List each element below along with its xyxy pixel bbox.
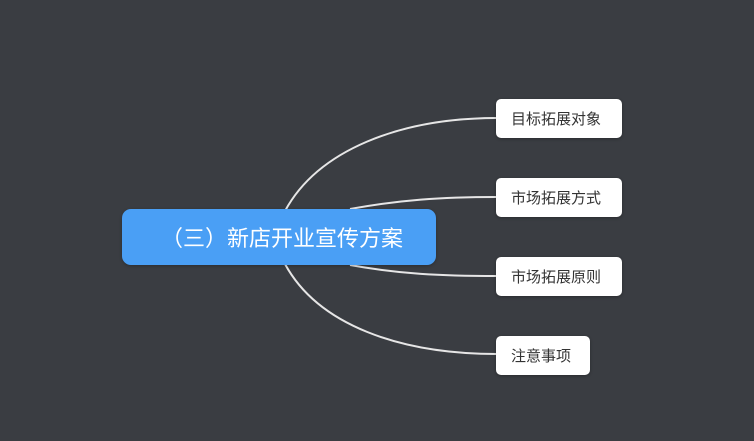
connector-line-3 (284, 263, 498, 355)
connector-line-2 (349, 264, 498, 277)
subtopic-node-target-expansion[interactable]: 目标拓展对象 (496, 99, 622, 138)
root-topic-label: （三）新店开业宣传方案 (160, 227, 403, 252)
connector-line-0 (284, 117, 498, 212)
subtopic-label: 市场拓展方式 (511, 189, 602, 207)
subtopic-node-market-principles[interactable]: 市场拓展原则 (496, 257, 622, 296)
subtopic-node-notes[interactable]: 注意事项 (496, 336, 590, 375)
subtopic-label: 市场拓展原则 (511, 268, 602, 286)
subtopic-label: 注意事项 (511, 347, 572, 365)
subtopic-label: 目标拓展对象 (511, 110, 602, 128)
connector-line-1 (349, 196, 498, 210)
subtopic-node-market-methods[interactable]: 市场拓展方式 (496, 178, 622, 217)
root-topic-node[interactable]: （三）新店开业宣传方案 (122, 209, 436, 265)
